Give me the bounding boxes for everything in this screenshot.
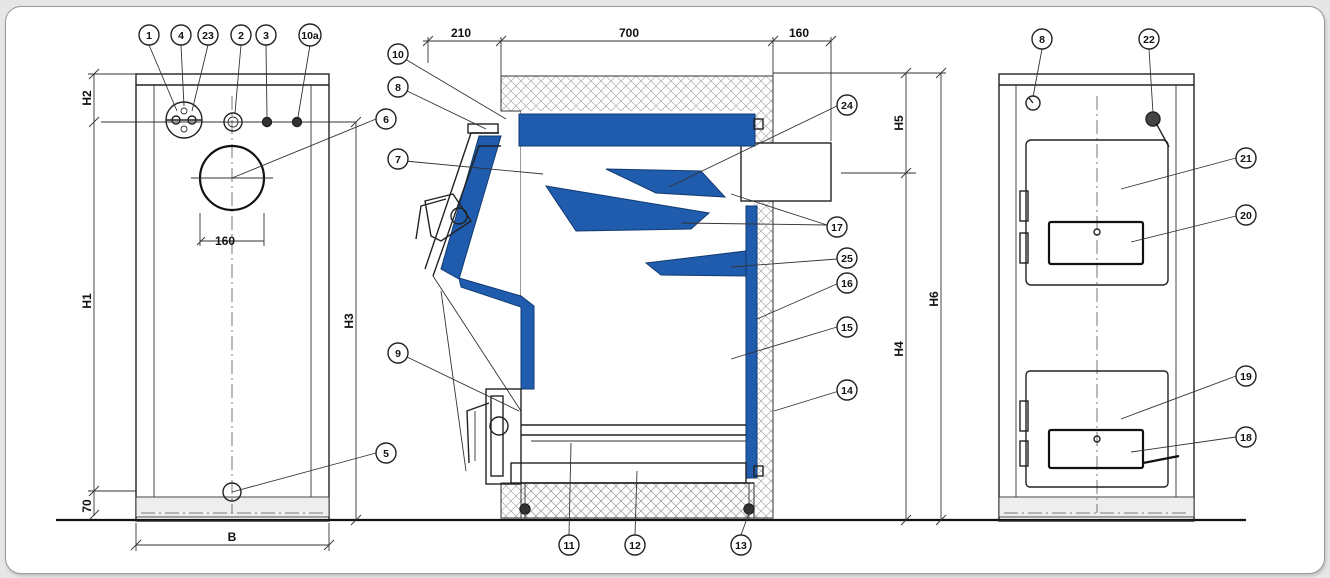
svg-text:2: 2: [238, 30, 244, 42]
front-water-wall: [458, 277, 535, 390]
svg-text:1: 1: [146, 30, 152, 42]
svg-text:16: 16: [841, 278, 853, 290]
rear-view: 160 H2 H1 70 H3 B: [80, 23, 397, 551]
callout-23: 23: [197, 24, 219, 46]
connection-2-circle: [223, 112, 243, 132]
dim-h4: H4: [892, 341, 906, 357]
callout-3: 3: [255, 24, 277, 46]
lower-door-plate: [1047, 428, 1145, 470]
callout-14: 14: [836, 379, 858, 401]
svg-text:22: 22: [1143, 34, 1155, 46]
lower-door-handle: [466, 402, 490, 464]
callout-11: 11: [558, 534, 580, 556]
svg-text:7: 7: [395, 154, 401, 166]
svg-text:3: 3: [263, 30, 269, 42]
baffle-25: [644, 250, 747, 277]
callout-17: 17: [826, 216, 848, 238]
lower-ash-door: [1025, 370, 1169, 488]
flue-duct: [740, 142, 832, 202]
svg-text:9: 9: [395, 348, 401, 360]
callout-7: 7: [387, 148, 409, 170]
callout-10: 10: [387, 43, 409, 65]
callout-10a: 10a: [298, 23, 322, 47]
svg-text:5: 5: [383, 448, 389, 460]
callout-15: 15: [836, 316, 858, 338]
svg-text:15: 15: [841, 322, 853, 334]
svg-text:19: 19: [1240, 371, 1252, 383]
svg-text:14: 14: [841, 385, 853, 397]
callout-4: 4: [170, 24, 192, 46]
callout-25: 25: [836, 247, 858, 269]
front-view-body: [998, 73, 1195, 522]
connection-10a-circle: [291, 116, 303, 128]
svg-text:17: 17: [831, 222, 843, 234]
svg-text:8: 8: [1039, 34, 1045, 46]
callout-16: 16: [836, 272, 858, 294]
baffle-upper: [605, 168, 727, 198]
svg-text:10: 10: [392, 49, 404, 61]
callout-9: 9: [387, 342, 409, 364]
dim-flue-diameter: 160: [215, 234, 235, 248]
svg-text:20: 20: [1240, 210, 1252, 222]
connection-3-circle: [261, 116, 273, 128]
dim-210: 210: [451, 26, 471, 40]
rear-water-wall: [745, 205, 758, 479]
svg-text:4: 4: [178, 30, 184, 42]
svg-text:12: 12: [629, 540, 641, 552]
svg-text:13: 13: [735, 540, 747, 552]
svg-text:23: 23: [202, 30, 214, 42]
dim-h3: H3: [342, 313, 356, 329]
connection-5-circle: [222, 482, 242, 502]
dim-h6: H6: [927, 291, 941, 307]
callout-2: 2: [230, 24, 252, 46]
lower-door: [485, 388, 522, 485]
svg-text:24: 24: [841, 100, 853, 112]
dim-160-top: 160: [789, 26, 809, 40]
upper-loading-door: [1025, 139, 1169, 286]
callout-20: 20: [1235, 204, 1257, 226]
dim-700: 700: [619, 26, 639, 40]
callout-6: 6: [375, 108, 397, 130]
svg-text:8: 8: [395, 82, 401, 94]
svg-text:11: 11: [563, 540, 574, 552]
callout-8: 8: [387, 76, 409, 98]
front-upper-jacket: [440, 135, 502, 280]
svg-text:21: 21: [1240, 153, 1252, 165]
dim-70: 70: [80, 499, 94, 513]
ash-pan: [510, 462, 747, 484]
dim-h1: H1: [80, 293, 94, 309]
front-view: 8 22 21 20 19 18: [998, 28, 1257, 522]
dim-b: B: [228, 530, 237, 544]
upper-door-plate: [1047, 220, 1145, 266]
callout-22: 22: [1138, 28, 1160, 50]
svg-text:18: 18: [1240, 432, 1252, 444]
callout-1: 1: [138, 24, 160, 46]
callout-18: 18: [1235, 426, 1257, 448]
dim-h2: H2: [80, 90, 94, 106]
draft-regulator-knob: [1145, 111, 1161, 127]
baffle-lower: [544, 185, 711, 232]
dim-h5: H5: [892, 115, 906, 131]
top-water-jacket: [518, 113, 756, 147]
callout-21: 21: [1235, 147, 1257, 169]
svg-text:25: 25: [841, 253, 853, 265]
svg-text:10a: 10a: [301, 30, 319, 42]
callout-13: 13: [730, 534, 752, 556]
callout-24: 24: [836, 94, 858, 116]
upper-door: [424, 193, 472, 242]
callout-8-front: 8: [1031, 28, 1053, 50]
callout-12: 12: [624, 534, 646, 556]
rear-view-body: [135, 73, 330, 522]
diagram-frame: 160 H2 H1 70 H3 B: [5, 6, 1325, 574]
callout-19: 19: [1235, 365, 1257, 387]
section-view: 210 700 160: [387, 26, 947, 556]
boiler-technical-drawing: 160 H2 H1 70 H3 B: [56, 23, 1257, 556]
upper-door-handle: [415, 198, 447, 240]
callout-5: 5: [375, 442, 397, 464]
svg-text:6: 6: [383, 114, 389, 126]
